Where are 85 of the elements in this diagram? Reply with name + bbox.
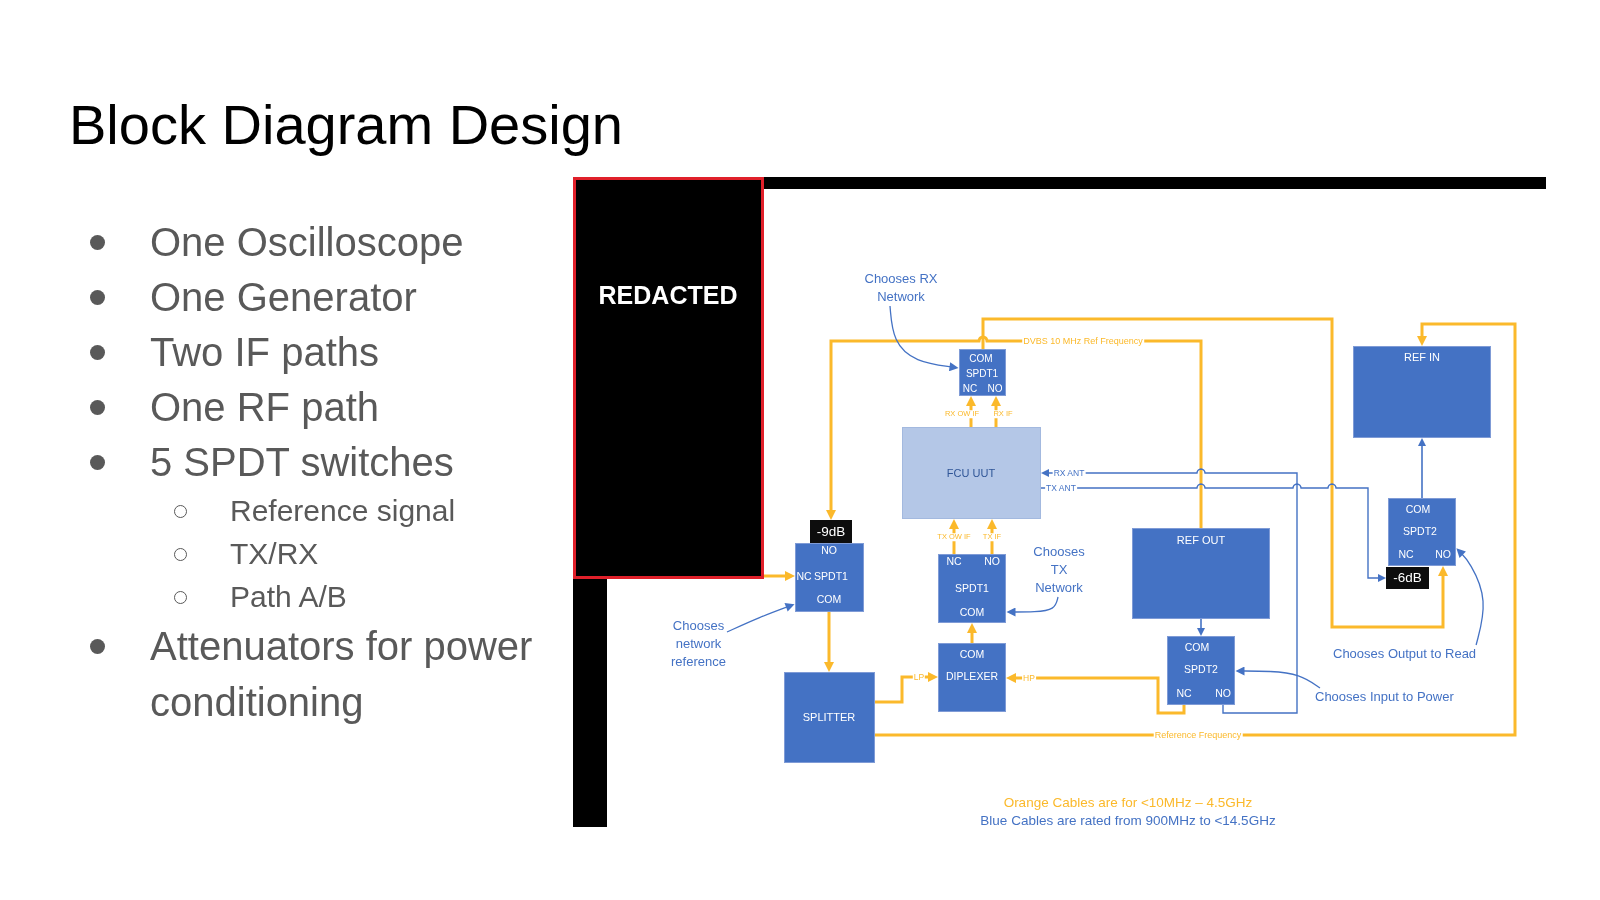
leader-arrow xyxy=(726,603,795,633)
port-label: NC xyxy=(796,571,812,583)
bullet-text: Two IF paths xyxy=(150,329,379,376)
annotation-text: Chooses network reference xyxy=(670,617,727,671)
attenuation-label: -9dB xyxy=(816,524,846,539)
annotation-text: Chooses RX Network xyxy=(863,270,939,306)
port-label: REF OUT xyxy=(1176,533,1226,547)
leader-arrow xyxy=(1235,666,1321,689)
switch-label: SPDT2 xyxy=(1184,664,1218,676)
switch-box xyxy=(938,554,1006,623)
instrument-box xyxy=(1353,346,1491,438)
cable-arrow xyxy=(764,571,795,581)
switch-label: SPDT2 xyxy=(1403,526,1437,538)
cable-arrow xyxy=(949,519,959,554)
bullet-text: Attenuators for power conditioning xyxy=(150,623,534,726)
cable-arrow xyxy=(967,623,977,643)
annotation-text: Chooses Output to Read xyxy=(1333,645,1477,663)
slide-title: Block Diagram Design xyxy=(69,92,623,158)
cable-arrow xyxy=(1197,618,1205,636)
port-label: NO xyxy=(984,556,1000,568)
port-label: REF IN xyxy=(1403,350,1441,364)
cable-arrow xyxy=(987,519,997,554)
switch-label: SPDT1 xyxy=(955,583,989,595)
diplexer-box xyxy=(938,643,1006,712)
bullet-text: One Generator xyxy=(150,274,417,321)
port-label: NC xyxy=(962,382,978,394)
attenuation-label: -6dB xyxy=(1393,570,1422,586)
unit-under-test-box xyxy=(902,427,1041,519)
cable-arrow xyxy=(1041,468,1298,714)
edge-label: HP xyxy=(1022,673,1036,683)
edge-label: TX ANT xyxy=(1045,483,1077,493)
leader-arrow xyxy=(1006,596,1059,617)
annotation-text: Chooses Input to Power xyxy=(1315,688,1454,706)
bullet-text: One RF path xyxy=(150,384,379,431)
port-label: NO xyxy=(987,382,1003,394)
sub-bullet-text: TX/RX xyxy=(230,536,319,572)
port-label: NO xyxy=(1435,549,1451,561)
edge-label: DVBS 10 MHz Ref Frequency xyxy=(1022,336,1144,346)
port-label: NC xyxy=(946,556,962,568)
cable-arrow xyxy=(824,612,834,672)
port-label: COM xyxy=(816,594,842,606)
switch-label: SPDT1 xyxy=(965,367,999,379)
cable-arrow xyxy=(966,396,976,427)
switch-box xyxy=(795,543,864,612)
switch-box xyxy=(1388,498,1456,566)
port-label: NC xyxy=(1176,688,1192,700)
device-label: FCU UUT xyxy=(946,466,996,480)
annotation-text: Chooses TX Network xyxy=(1032,543,1086,597)
port-label: NC xyxy=(1398,549,1414,561)
edge-label: Reference Frequency xyxy=(1153,730,1243,740)
port-label: COM xyxy=(959,649,985,661)
edge-label: LP xyxy=(912,672,926,682)
cable-arrow xyxy=(1418,438,1426,499)
leader-arrow xyxy=(889,305,959,372)
cable-arrow xyxy=(1040,483,1386,582)
redacted-label: REDACTED xyxy=(598,282,738,310)
cable-arrow xyxy=(875,672,938,704)
port-label: COM xyxy=(1405,504,1431,516)
sub-bullet-text: Path A/B xyxy=(230,579,347,615)
port-label: NO xyxy=(821,545,837,557)
device-label: SPLITTER xyxy=(802,710,856,724)
port-label: COM xyxy=(969,352,993,364)
port-label: COM xyxy=(1184,642,1210,654)
cable-arrow xyxy=(991,396,1001,427)
switch-box xyxy=(1167,636,1235,705)
sub-bullet-text: Reference signal xyxy=(230,493,456,529)
leader-arrow xyxy=(1456,548,1484,646)
cable-arrow xyxy=(875,322,1517,737)
bullet-text: 5 SPDT switches xyxy=(150,439,454,486)
splitter-box xyxy=(784,672,875,763)
cable-note: Blue Cables are rated from 900MHz to <14.5GHz xyxy=(980,811,1276,829)
device-label: DIPLEXER xyxy=(946,671,998,683)
attenuator-box xyxy=(810,520,852,543)
port-label: COM xyxy=(959,607,985,619)
bullet-text: One Oscilloscope xyxy=(150,219,464,266)
instrument-box xyxy=(1132,528,1270,619)
switch-label: SPDT1 xyxy=(814,571,848,583)
cable-note: Orange Cables are for <10MHz – 4.5GHz xyxy=(1003,793,1253,811)
cable-arrow xyxy=(981,317,1448,629)
switch-box xyxy=(959,349,1006,396)
edge-label: RX ANT xyxy=(1052,468,1086,478)
redacted-box xyxy=(573,177,764,579)
attenuator-box xyxy=(1386,567,1429,589)
cable-arrow xyxy=(1006,673,1186,715)
port-label: NO xyxy=(1215,688,1231,700)
